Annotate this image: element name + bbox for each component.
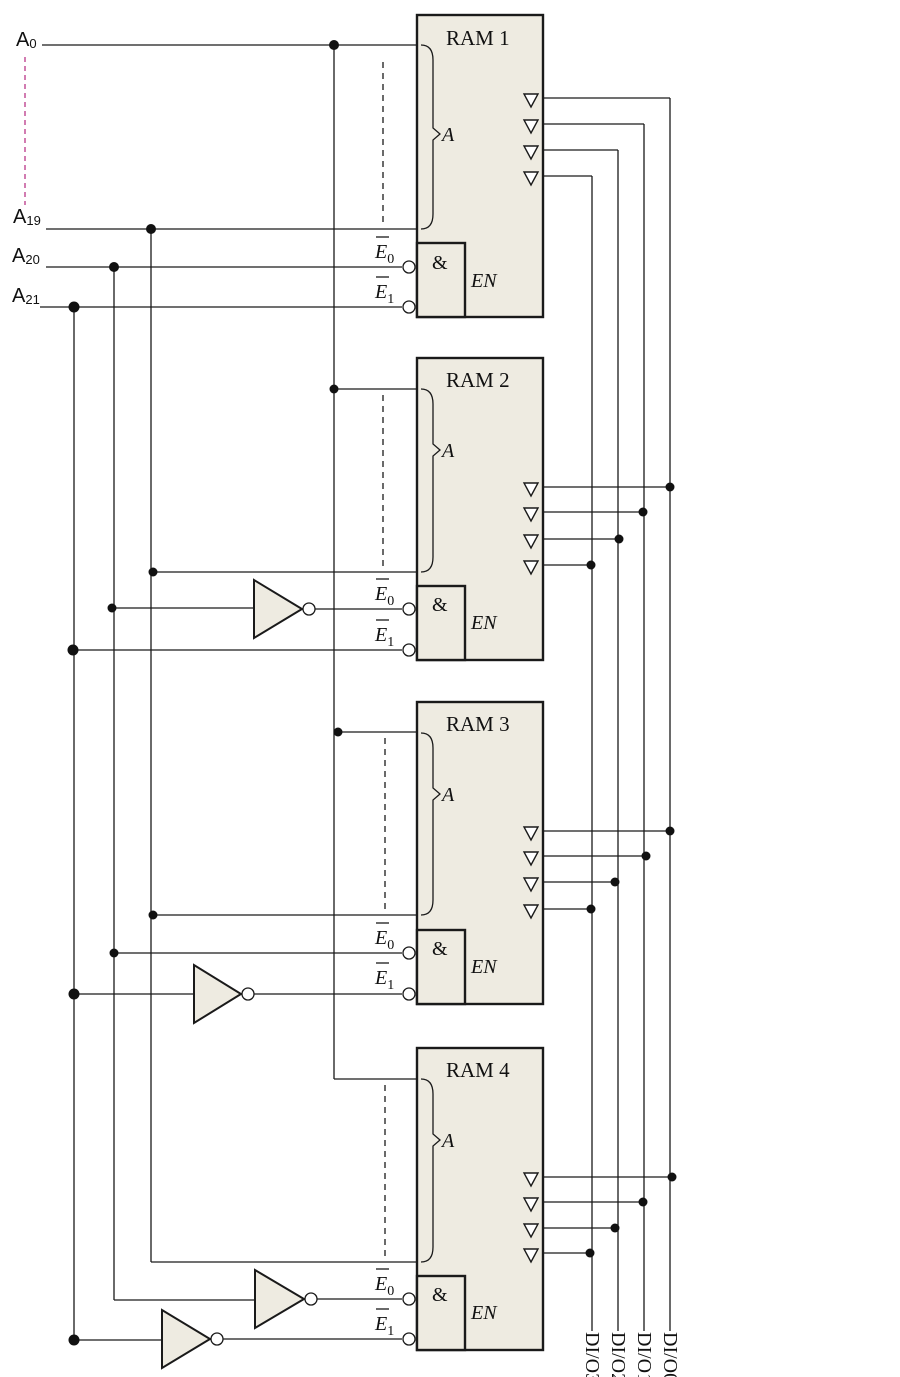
e0-bubble <box>402 260 416 274</box>
output-label-dio2: DI/O2 <box>607 1332 629 1377</box>
e1-bubble <box>402 643 416 657</box>
tristate-output-icons <box>522 93 540 187</box>
address-label: A <box>440 124 455 146</box>
a0-bus <box>42 40 418 1080</box>
ram-block-2: RAM 2 A & EN E0 E1 <box>374 356 545 662</box>
address-brace <box>420 388 441 573</box>
enable-label: EN <box>470 270 498 292</box>
input-label-a0: A0 <box>16 29 37 51</box>
e1-label: E1 <box>374 624 394 650</box>
e0-label: E0 <box>374 1273 394 1299</box>
a19-bus <box>46 224 418 1263</box>
e1-bubble <box>402 1332 416 1346</box>
output-label-dio3: DI/O3 <box>581 1332 603 1377</box>
inverter-ram3-e1 <box>193 963 402 1025</box>
enable-label: EN <box>470 612 498 634</box>
inverter-ram2-e0 <box>253 578 402 640</box>
ram-title: RAM 4 <box>446 1058 510 1082</box>
address-brace <box>420 44 441 230</box>
a20-bus <box>46 262 402 1301</box>
ram-block-3: RAM 3 A & EN E0 E1 <box>374 700 545 1006</box>
address-brace <box>420 1078 441 1263</box>
e0-label: E0 <box>374 583 394 609</box>
e0-bubble <box>402 1292 416 1306</box>
e0-bubble <box>402 602 416 616</box>
output-label-dio0: DI/O0 <box>659 1332 681 1377</box>
ram-title: RAM 2 <box>446 368 510 392</box>
enable-label: EN <box>470 1302 498 1324</box>
inverter-ram4-e0 <box>254 1268 402 1330</box>
e0-bubble <box>402 946 416 960</box>
and-gate-label: & <box>432 252 448 274</box>
e1-bubble <box>402 987 416 1001</box>
inverter-ram4-e1 <box>161 1308 402 1370</box>
address-brace <box>420 732 441 916</box>
input-label-a21: A21 <box>12 285 40 307</box>
input-label-a20: A20 <box>12 245 40 267</box>
e1-bubble <box>402 300 416 314</box>
ram-block-4: RAM 4 A & EN E0 E1 <box>374 1046 545 1352</box>
address-label: A <box>440 440 455 462</box>
e1-label: E1 <box>374 967 394 993</box>
tristate-output-icons <box>522 826 540 920</box>
ram-title: RAM 1 <box>446 26 510 50</box>
and-gate-label: & <box>432 1284 448 1306</box>
tristate-output-icons <box>522 482 540 576</box>
e0-label: E0 <box>374 241 394 267</box>
and-gate-label: & <box>432 594 448 616</box>
ram-title: RAM 3 <box>446 712 510 736</box>
input-label-a19: A19 <box>13 206 41 228</box>
ram-block-1: RAM 1 A & EN E0 E1 <box>374 13 545 319</box>
tristate-output-icons <box>522 1172 540 1264</box>
output-bus <box>543 97 677 1331</box>
and-gate-label: & <box>432 938 448 960</box>
e0-label: E0 <box>374 927 394 953</box>
e1-label: E1 <box>374 281 394 307</box>
e1-label: E1 <box>374 1313 394 1339</box>
output-label-dio1: DI/O1 <box>633 1332 655 1377</box>
enable-label: EN <box>470 956 498 978</box>
a21-bus <box>40 301 402 1346</box>
address-label: A <box>440 784 455 806</box>
address-label: A <box>440 1130 455 1152</box>
